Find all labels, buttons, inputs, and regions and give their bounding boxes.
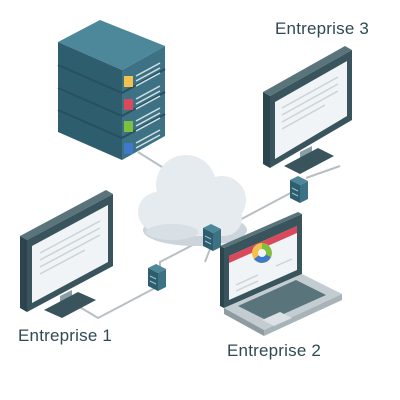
pie-chart-icon (252, 243, 272, 263)
laptop-icon (220, 212, 342, 336)
line-hub1-monitor1 (77, 287, 156, 320)
entreprise-2-label: Entreprise 2 (227, 341, 322, 360)
cloud-icon (138, 155, 247, 246)
desktop-monitor-icon (20, 190, 113, 318)
line-hub3-monitor3 (305, 165, 341, 179)
line-cloud-hub3 (231, 187, 301, 225)
desktop-monitor-icon (263, 46, 352, 174)
network-switch-icon (290, 176, 308, 203)
entreprise-3-label: Entreprise 3 (275, 19, 370, 38)
network-switch-icon (148, 264, 166, 291)
entreprise-1-label: Entreprise 1 (18, 326, 113, 345)
network-switch-icon (203, 224, 221, 251)
server-rack-icon (57, 20, 166, 160)
